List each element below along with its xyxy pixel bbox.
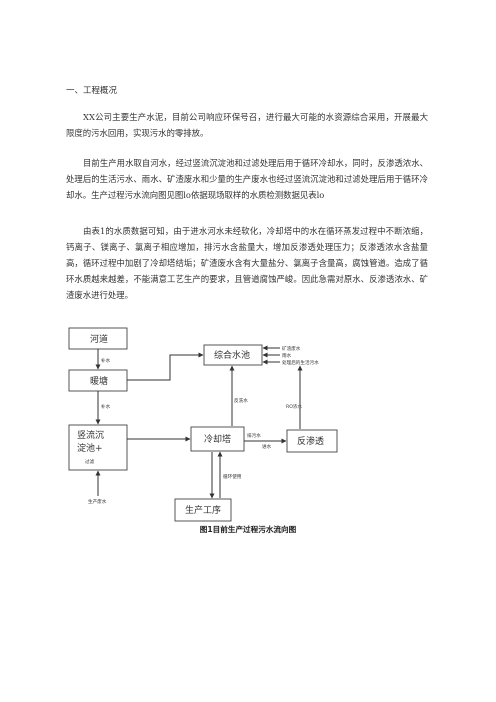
river-label: 河道: [90, 333, 108, 345]
label-prod-waste: 生产废水: [88, 498, 107, 505]
sedimentation-label-1: 竖流沉: [77, 429, 104, 441]
ro-box: [286, 429, 338, 453]
sedimentation-label-3: 过滤: [85, 458, 95, 465]
paragraph-intro: XX公司主要生产水泥，目前公司响应环保号召，进行最大可能的水资源综合采用，开展最…: [66, 112, 428, 138]
label-recycle: 循环使用: [223, 473, 242, 480]
label-backwash: 反洗水: [234, 397, 248, 404]
pool-box: [203, 344, 263, 366]
cooling-tower-box: [190, 426, 245, 452]
label-ro-water: RO浓水: [286, 403, 302, 410]
flow-diagram: 河道 暖塘 竖流沉 淀池+ 过滤 综合水池 冷却塔 反渗透 生产工序 补水 补水…: [68, 327, 338, 522]
production-box: [174, 498, 232, 522]
label-makeup-2: 补水: [101, 403, 111, 410]
label-blowdown-2: 进水: [262, 443, 272, 450]
pool-label: 综合水池: [214, 349, 250, 361]
paragraph-water-source: 目前生产用水取自河水，经过竖流沉淀池和过滤处理后用于循环冷却水，同时，反渗透浓水…: [66, 158, 428, 200]
section-heading: 一、工程概况: [66, 86, 118, 96]
pond-label: 暖塘: [90, 375, 108, 387]
label-slag: 矿渣废水: [282, 345, 301, 352]
label-rain: 雨水: [282, 352, 292, 359]
cooling-tower-label: 冷却塔: [204, 433, 231, 445]
figure-caption: 图1目前生产过程污水流向图: [199, 525, 297, 534]
arrow-pond-pool: [127, 352, 204, 381]
sedimentation-box: [68, 424, 128, 471]
production-label: 生产工序: [185, 504, 221, 516]
sedimentation-label-2: 淀池+: [77, 442, 103, 454]
label-makeup-1: 补水: [101, 357, 111, 364]
paragraph-water-quality: 由表1的水质数据可知，由于进水河水未经软化，冷却塔中的水在循环蒸发过程中不断浓缩…: [66, 226, 428, 300]
label-blowdown-1: 排污水: [247, 432, 261, 439]
ro-label: 反渗透: [297, 435, 324, 447]
label-domestic: 处理后的生活污水: [282, 359, 319, 366]
